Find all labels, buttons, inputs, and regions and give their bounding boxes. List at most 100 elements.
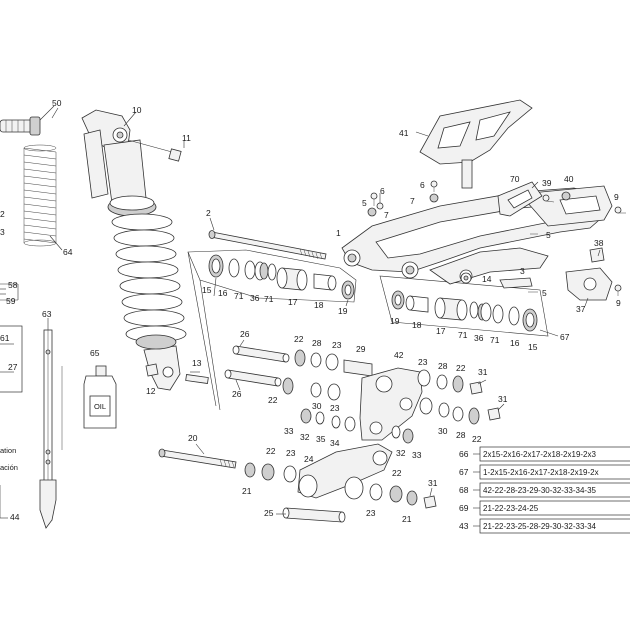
part-30-bearing-b bbox=[438, 402, 450, 418]
callout-63: 63 bbox=[42, 309, 52, 319]
part-41-chain-guide bbox=[415, 99, 533, 189]
callout-31b: 31 bbox=[498, 394, 508, 404]
part-39-screw bbox=[542, 194, 555, 203]
exploded-group-outline bbox=[187, 249, 549, 411]
callout-21a: 21 bbox=[242, 486, 252, 496]
callout-35: 35 bbox=[316, 434, 326, 444]
callout-9b: 9 bbox=[616, 298, 621, 308]
kit-contents-69: 21-22-23-24-25 bbox=[483, 504, 539, 513]
part-25-pin bbox=[282, 507, 346, 523]
callout-left-3: 3 bbox=[0, 227, 5, 237]
callout-22a: 22 bbox=[294, 334, 304, 344]
part-9-bolt-a bbox=[614, 206, 626, 214]
callout-31a: 31 bbox=[478, 367, 488, 377]
part-50-reservoir bbox=[0, 105, 55, 136]
part-1-swingarm bbox=[341, 185, 613, 285]
shock-spring-coils bbox=[111, 213, 187, 343]
part-18-sleeve bbox=[313, 273, 337, 291]
part-64-spring bbox=[23, 144, 63, 251]
leader-lines bbox=[51, 107, 601, 515]
kit-contents-66: 2x15-2x16-2x17-2x18-2x19-2x3 bbox=[483, 450, 597, 459]
callout-17b: 17 bbox=[436, 326, 446, 336]
kit-row-43: 43 21-22-23-25-28-29-30-32-33-34 bbox=[459, 518, 630, 534]
callout-40: 40 bbox=[564, 174, 574, 184]
part-31-bolt-b bbox=[487, 407, 501, 421]
part-3-link bbox=[499, 277, 533, 289]
part-22-seal-e bbox=[261, 463, 275, 481]
part-26-pin-b bbox=[224, 369, 282, 387]
bearing-set-right bbox=[391, 290, 559, 337]
part-33-seal-a bbox=[300, 408, 312, 424]
part-7-nut-b bbox=[429, 193, 439, 203]
callout-2: 2 bbox=[206, 208, 211, 218]
part-65-oil-bottle: OIL bbox=[83, 365, 117, 429]
callout-22c: 22 bbox=[268, 395, 278, 405]
kit-row-68: 68 42-22-28-23-29-30-32-33-34-35 bbox=[459, 482, 630, 498]
callout-6b: 6 bbox=[420, 180, 425, 190]
callout-29: 29 bbox=[356, 344, 366, 354]
callout-16a: 16 bbox=[218, 288, 228, 298]
callout-39: 39 bbox=[542, 178, 552, 188]
left-bracket-44 bbox=[0, 485, 8, 519]
callout-11: 11 bbox=[182, 133, 191, 143]
callout-23c: 23 bbox=[330, 403, 340, 413]
callout-5b: 5 bbox=[546, 230, 551, 240]
kit-number-43: 43 bbox=[459, 521, 469, 531]
callout-10: 10 bbox=[132, 105, 142, 115]
callout-27: 27 bbox=[8, 362, 18, 372]
callout-15b: 15 bbox=[528, 342, 538, 352]
callout-18b: 18 bbox=[412, 320, 422, 330]
callout-70: 70 bbox=[510, 174, 520, 184]
part-28-bearing-b bbox=[436, 374, 448, 390]
callout-7a: 7 bbox=[384, 210, 389, 220]
part-30-bearing bbox=[310, 382, 322, 398]
kit-number-69: 69 bbox=[459, 503, 469, 513]
kit-row-69: 69 21-22-23-24-25 bbox=[459, 500, 630, 516]
callout-12: 12 bbox=[146, 386, 156, 396]
part-63-tool bbox=[39, 318, 63, 529]
part-21-washer-b bbox=[406, 490, 418, 506]
part-23-bearing-e bbox=[283, 465, 297, 483]
callout-23e: 23 bbox=[366, 508, 376, 518]
callout-64: 64 bbox=[63, 247, 73, 257]
callout-26b: 26 bbox=[232, 389, 242, 399]
left-bracket-61-27 bbox=[0, 325, 23, 393]
callout-28c: 28 bbox=[456, 430, 466, 440]
part-7-nut-a bbox=[367, 207, 377, 217]
part-71-washer-b bbox=[267, 263, 277, 281]
part-12-nut bbox=[145, 363, 159, 377]
part-71-washer-c bbox=[469, 301, 479, 319]
kit-reference-table: 66 2x15-2x16-2x17-2x18-2x19-2x3 67 1-2x1… bbox=[459, 446, 630, 534]
part-36-ring-r bbox=[477, 302, 492, 322]
callout-3: 3 bbox=[520, 266, 525, 276]
callout-6a: 6 bbox=[380, 186, 385, 196]
bearing-set-left bbox=[208, 254, 355, 300]
callout-1: 1 bbox=[336, 228, 341, 238]
left-edge-fragments bbox=[0, 105, 63, 519]
part-10-shock-absorber bbox=[81, 109, 187, 391]
part-2-shaft bbox=[208, 217, 327, 260]
callout-32b: 32 bbox=[396, 448, 406, 458]
part-29-sleeve bbox=[343, 359, 373, 377]
callout-24: 24 bbox=[304, 454, 314, 464]
part-14-pin bbox=[460, 272, 472, 284]
part-28-bearing-c bbox=[452, 406, 464, 422]
part-71-washer-d bbox=[492, 304, 504, 324]
callout-36a: 36 bbox=[250, 293, 260, 303]
callout-19b: 19 bbox=[390, 316, 400, 326]
part-33-seal-b bbox=[402, 428, 414, 444]
part-32-ring-b bbox=[391, 425, 401, 439]
part-31-bolt-a bbox=[469, 381, 483, 395]
callout-20: 20 bbox=[188, 433, 198, 443]
part-71-washer-a bbox=[244, 260, 256, 280]
callout-23b: 23 bbox=[418, 357, 428, 367]
callout-13: 13 bbox=[192, 358, 202, 368]
callout-38: 38 bbox=[594, 238, 604, 248]
callout-26a: 26 bbox=[240, 329, 250, 339]
callout-9a: 9 bbox=[614, 192, 619, 202]
callout-14: 14 bbox=[482, 274, 492, 284]
callout-71c: 71 bbox=[458, 330, 468, 340]
callout-left-2: 2 bbox=[0, 209, 5, 219]
callout-7b: 7 bbox=[410, 196, 415, 206]
callout-33b: 33 bbox=[412, 450, 422, 460]
